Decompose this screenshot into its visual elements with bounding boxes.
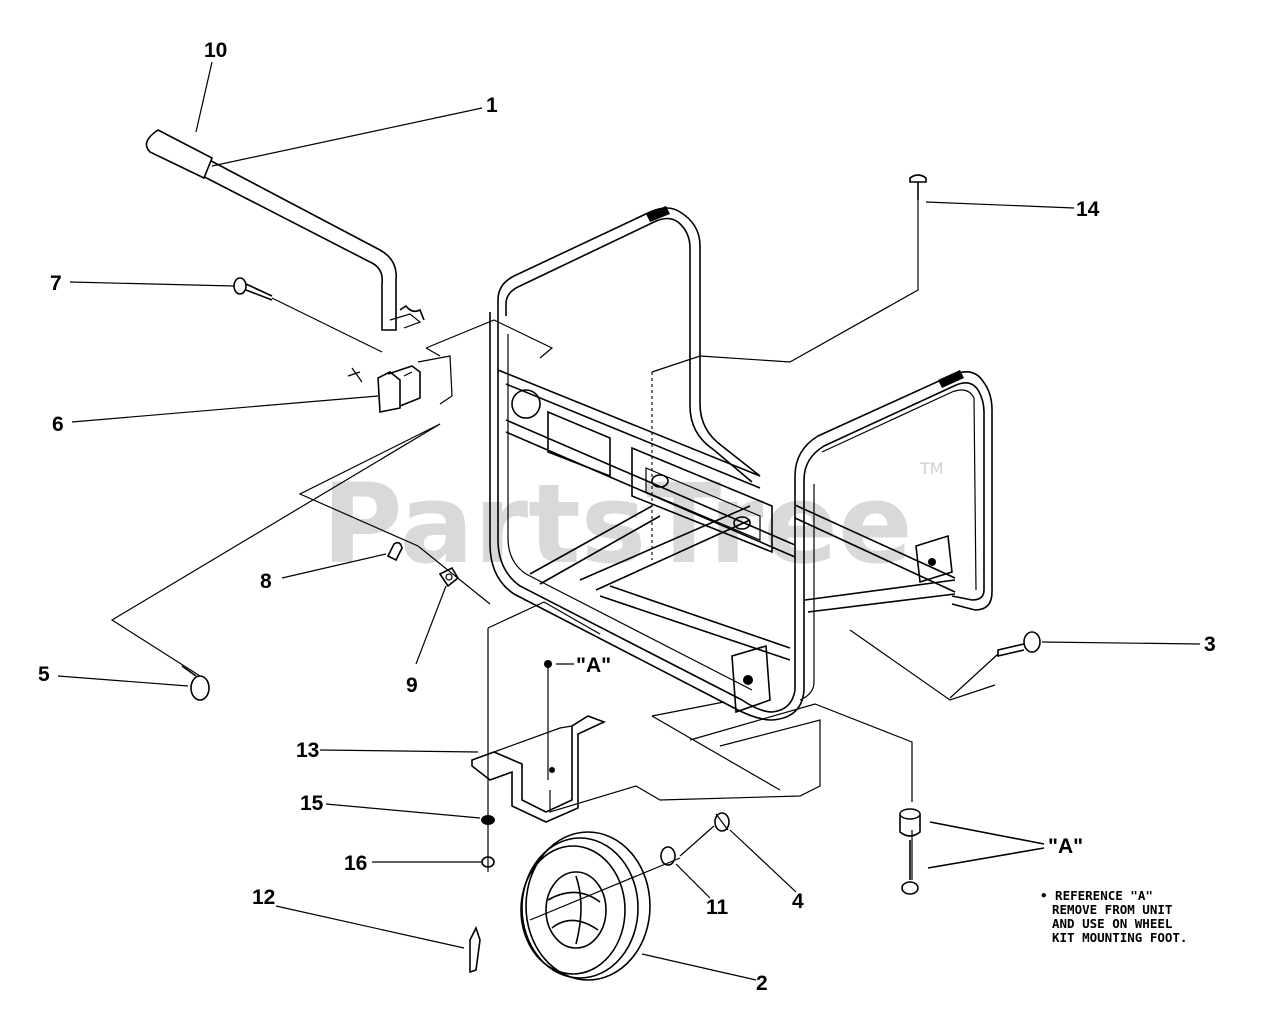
callout-14: 14: [1076, 198, 1100, 221]
callout-8: 8: [260, 570, 272, 593]
callout-leaders: [57, 61, 1201, 981]
note-line-3: AND USE ON WHEEL: [1052, 916, 1173, 931]
callout-13: 13: [296, 739, 319, 762]
washer-11: [660, 846, 676, 866]
wheel-2: [520, 831, 651, 981]
assembly-guide-lines: [110, 200, 996, 921]
bolt-14: [909, 174, 927, 200]
callout-7: 7: [50, 272, 62, 295]
callout-ref-a-mount: "A": [1048, 835, 1083, 858]
pivot-bracket-6: [347, 365, 421, 413]
callout-10: 10: [204, 39, 227, 62]
callout-1: 1: [486, 94, 498, 117]
callout-6: 6: [52, 413, 64, 436]
lock-washer-15: [481, 815, 495, 825]
lock-nut-8: [386, 541, 403, 562]
mounting-foot-13: [471, 660, 607, 823]
callout-5: 5: [38, 663, 50, 686]
callout-2: 2: [756, 972, 768, 995]
spacer-4: [714, 812, 730, 832]
clevis-pin-5: [181, 665, 210, 701]
cotter-pin-12: [469, 925, 481, 974]
note-line-1: • REFERENCE "A": [1040, 888, 1153, 903]
rubber-mount-A: [899, 808, 1045, 895]
callout-15: 15: [300, 792, 324, 815]
reference-note: • REFERENCE "A" REMOVE FROM UNIT AND USE…: [1040, 888, 1187, 945]
watermark-text: PartsTree: [322, 460, 913, 588]
watermark-trademark: TM: [919, 459, 944, 478]
callout-4: 4: [792, 890, 804, 913]
callout-16: 16: [344, 852, 367, 875]
callout-labels: 10 1 7 6 8 9 5 13 15 16 12 2 11 4 3 14 "…: [38, 39, 1216, 995]
bolt-7: [233, 277, 383, 353]
callout-ref-a-foot: "A": [576, 654, 611, 677]
note-line-4: KIT MOUNTING FOOT.: [1052, 930, 1187, 945]
generator-frame: [489, 206, 993, 721]
note-line-2: REMOVE FROM UNIT: [1052, 902, 1172, 917]
callout-9: 9: [406, 674, 418, 697]
bolt-3: [949, 631, 1041, 699]
callout-11: 11: [706, 896, 729, 919]
callout-12: 12: [252, 886, 275, 909]
handle-assembly: [145, 129, 425, 331]
nut-9: [438, 566, 460, 588]
callout-3: 3: [1204, 633, 1216, 656]
